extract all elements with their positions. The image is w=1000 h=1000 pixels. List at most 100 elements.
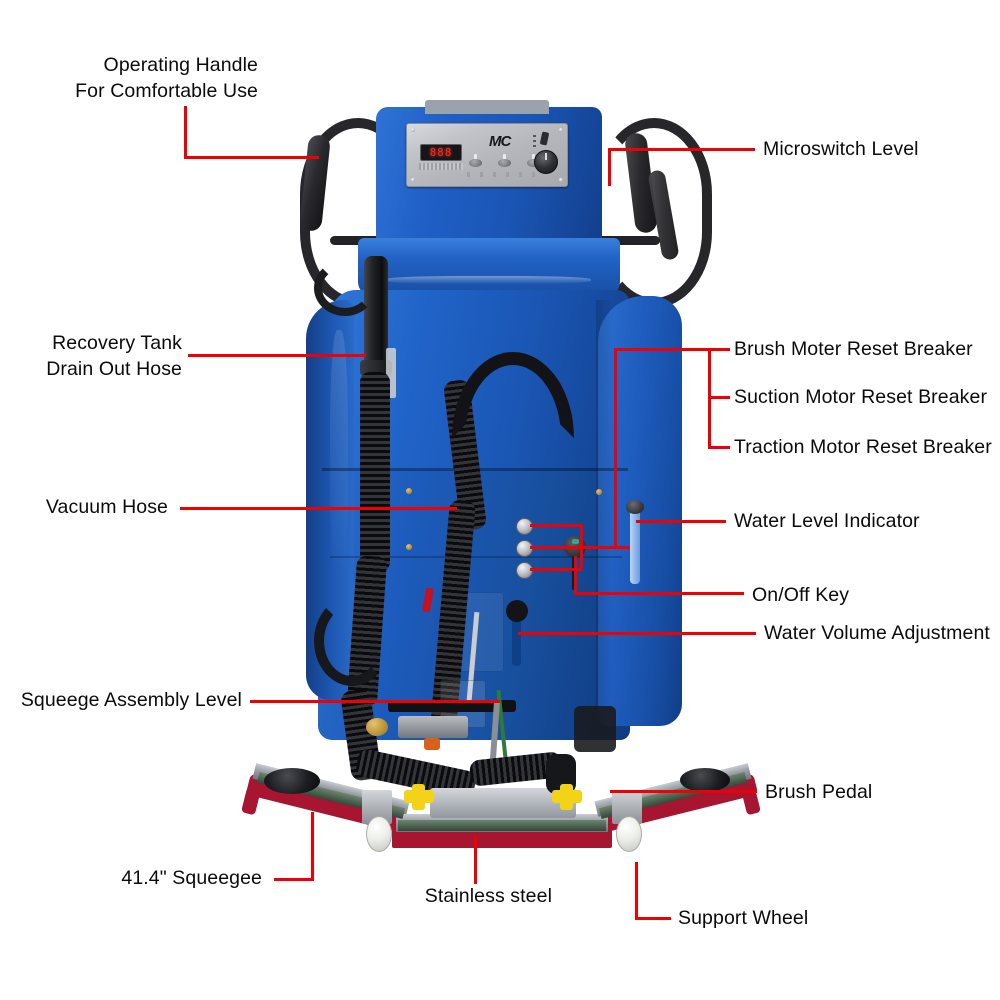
squeegee-end-cap-left xyxy=(241,786,261,816)
callout-brush-motor-breaker: Brush Moter Reset Breaker xyxy=(734,338,973,360)
leader-breaker-riser xyxy=(614,470,617,548)
callout-recovery-tank-line2: Drain Out Hose xyxy=(46,358,182,380)
callout-operating-handle-line1: Operating Handle xyxy=(103,54,258,76)
toggle-switch-solution[interactable] xyxy=(527,154,540,167)
display-value: 888 xyxy=(429,146,453,159)
tank-fastener-1 xyxy=(406,488,412,494)
brush-pedal-left[interactable] xyxy=(264,768,320,794)
brass-fitting-left xyxy=(366,718,388,736)
hour-meter-display: 888 xyxy=(420,144,462,161)
callout-on-off-key: On/Off Key xyxy=(752,584,850,606)
water-volume-adjustment-lever[interactable] xyxy=(506,600,528,622)
callout-stainless-steel: Stainless steel xyxy=(300,884,552,909)
leader-breaker-conn-3 xyxy=(530,568,582,571)
tank-panel-line xyxy=(330,556,622,558)
leader-brush-breaker-h xyxy=(708,348,730,351)
callout-support-wheel: Support Wheel xyxy=(678,907,809,929)
traction-motor-reset-breaker[interactable] xyxy=(516,562,533,579)
callout-recovery-tank-line1: Recovery Tank xyxy=(52,332,182,354)
callout-operating-handle: Operating Handle For Comfortable Use xyxy=(0,52,258,104)
callout-squeegee-size-text: 41.4" Squeegee xyxy=(121,867,262,889)
callout-vacuum-hose-text: Vacuum Hose xyxy=(45,496,168,518)
leader-on-off-key-v xyxy=(574,556,577,594)
tank-fastener-3 xyxy=(596,489,602,495)
callout-squeegee-size: 41.4" Squeegee xyxy=(0,866,262,891)
callout-operating-handle-line2: For Comfortable Use xyxy=(75,80,258,102)
leader-squeege-assembly-h xyxy=(250,700,500,703)
callout-stainless-steel-text: Stainless steel xyxy=(424,885,552,907)
display-label-strip xyxy=(419,163,463,170)
leader-breaker-conn-1 xyxy=(530,524,582,527)
leader-suction-breaker-h xyxy=(708,396,730,399)
leader-breaker-riser-h xyxy=(580,546,616,549)
toggle-switch-vacuum[interactable] xyxy=(498,154,511,167)
suction-motor-reset-breaker[interactable] xyxy=(516,540,533,557)
squeegee-inner-band-center xyxy=(398,820,606,831)
leader-squeegee-size-h xyxy=(274,878,314,881)
callout-vacuum-hose: Vacuum Hose xyxy=(0,495,168,520)
speed-knob[interactable] xyxy=(534,150,558,174)
callout-microswitch-level: Microswitch Level xyxy=(763,138,919,160)
panel-screw-tl xyxy=(411,128,415,132)
leader-water-volume-h xyxy=(518,632,756,635)
leader-recovery-tank-h xyxy=(188,354,366,357)
water-level-indicator-fitting xyxy=(626,500,644,514)
leader-support-wheel-v xyxy=(635,862,638,919)
callout-brush-pedal: Brush Pedal xyxy=(765,781,873,803)
callout-suction-motor-breaker: Suction Motor Reset Breaker xyxy=(734,386,988,408)
on-off-key-indicator xyxy=(572,539,579,544)
leader-operating-handle-h xyxy=(184,156,319,159)
console-front-lip xyxy=(358,238,620,296)
water-level-indicator-tube xyxy=(630,508,640,584)
leader-stainless-steel-v xyxy=(474,836,477,884)
leader-brush-pedal-h xyxy=(610,790,757,793)
leader-microswitch-v xyxy=(608,148,611,186)
water-volume-slot xyxy=(512,608,521,666)
squeegee-wing-knob-left-v xyxy=(412,784,425,810)
panel-screw-bl xyxy=(411,178,415,182)
tank-fastener-2 xyxy=(406,544,412,550)
leader-breaker-spine-h xyxy=(614,348,710,351)
brush-motor-reset-breaker[interactable] xyxy=(516,518,533,535)
leader-squeegee-size-v xyxy=(311,812,314,880)
callout-squeege-assembly-level: Squeege Assembly Level xyxy=(0,688,242,713)
panel-screw-tr xyxy=(559,128,563,132)
tank-seam-shadow xyxy=(596,300,612,720)
microswitch-dots xyxy=(533,135,536,149)
callout-traction-motor-breaker: Traction Motor Reset Breaker xyxy=(734,436,992,458)
leader-breaker-conn-3v xyxy=(580,546,583,568)
leader-on-off-key-h xyxy=(574,592,744,595)
orange-valve xyxy=(424,738,440,750)
brush-pedal-right[interactable] xyxy=(680,768,730,792)
squeege-assembly-level-bar[interactable] xyxy=(388,700,516,712)
drain-hose-clip xyxy=(386,348,396,398)
toggle-switch-brush[interactable] xyxy=(469,154,482,167)
leader-operating-handle-v xyxy=(184,106,187,158)
console-highlight xyxy=(385,276,591,284)
control-panel[interactable]: 888 MC xyxy=(406,123,568,187)
manifold-block xyxy=(398,716,468,738)
hose-curl-lower xyxy=(314,596,390,686)
tank-left-highlight xyxy=(330,330,348,580)
caster-wheel-left xyxy=(366,816,392,852)
leader-support-wheel-h xyxy=(635,917,671,920)
leader-breaker-spine-v xyxy=(614,348,617,472)
console-tab xyxy=(425,100,549,114)
toggle-caption-row xyxy=(467,172,545,177)
panel-screw-br xyxy=(559,178,563,182)
callout-recovery-tank-hose: Recovery Tank Drain Out Hose xyxy=(0,330,182,382)
caster-wheel-right xyxy=(616,816,642,852)
leader-vacuum-hose-h xyxy=(180,507,457,510)
callout-water-level-indicator: Water Level Indicator xyxy=(734,510,920,532)
brand-logo: MC xyxy=(489,133,511,150)
hose-curl-upper xyxy=(314,260,376,316)
callout-squeege-assembly-text: Squeege Assembly Level xyxy=(20,689,242,711)
leader-breaker-conn-1v xyxy=(580,524,583,546)
leader-microswitch-h xyxy=(608,148,755,151)
leader-traction-breaker-h xyxy=(708,446,730,449)
squeegee-wing-knob-right-v xyxy=(560,784,573,810)
leader-water-level-h xyxy=(636,520,726,523)
